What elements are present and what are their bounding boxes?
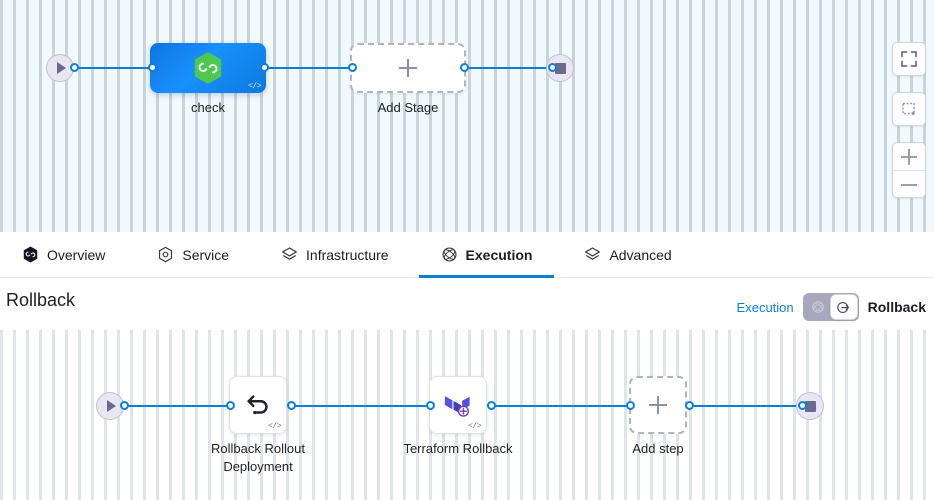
tab-service[interactable]: Service xyxy=(157,232,229,278)
undo-arrow-icon xyxy=(247,395,268,415)
port-step1-in[interactable] xyxy=(226,401,235,410)
add-step-label: Add step xyxy=(632,441,684,456)
rollback-section-header: Rollback Execution Rollb xyxy=(0,279,934,330)
port-addstage-in[interactable] xyxy=(348,63,357,72)
code-badge-icon: </> xyxy=(468,422,481,431)
port-check-out[interactable] xyxy=(260,63,269,72)
zoom-in-icon xyxy=(901,148,917,165)
zoom-to-fit-button[interactable] xyxy=(892,92,926,126)
step-node-rollback-rollout-deployment[interactable]: </> Rollback Rollout Deployment xyxy=(211,376,305,474)
port-addstage-out[interactable] xyxy=(460,63,469,72)
pipeline-start-node[interactable] xyxy=(46,54,74,82)
edge-start-to-check xyxy=(74,67,152,69)
edge-start-to-step1 xyxy=(124,405,230,407)
execution-icon xyxy=(442,247,457,262)
stop-icon xyxy=(554,62,566,74)
port-rb-start-out[interactable] xyxy=(120,401,129,410)
tab-label-service: Service xyxy=(182,246,230,263)
step-label-terraform-rollback: Terraform Rollback xyxy=(403,441,513,456)
zoom-controls[interactable] xyxy=(892,142,926,198)
harness-hexagon-icon xyxy=(194,52,222,84)
zoom-to-fit-icon xyxy=(902,102,915,115)
tab-overview[interactable]: Overview xyxy=(22,232,105,278)
code-badge-icon: </> xyxy=(268,422,281,431)
tab-infrastructure[interactable]: Infrastructure xyxy=(281,232,389,278)
code-badge-icon: </> xyxy=(248,82,261,91)
edge-step1-to-step2 xyxy=(291,405,429,407)
add-stage-node[interactable]: Add Stage xyxy=(350,43,466,115)
toggle-label-rollback[interactable]: Rollback xyxy=(867,299,926,315)
port-start-out[interactable] xyxy=(70,63,79,72)
tab-label-advanced: Advanced xyxy=(609,246,672,263)
service-hexagon-icon xyxy=(159,246,173,263)
execution-icon xyxy=(811,301,824,313)
rollback-step-canvas[interactable]: </> Rollback Rollout Deployment </> Terr… xyxy=(0,330,934,500)
port-step1-out[interactable] xyxy=(287,401,296,410)
zoom-in-button[interactable] xyxy=(893,143,925,171)
toggle-slot-execution[interactable] xyxy=(805,295,831,319)
stage-tabs: Overview Service Infrastructure Executio… xyxy=(0,232,934,278)
execution-rollback-toggle[interactable]: Execution Rollback xyxy=(737,293,926,321)
layers-icon xyxy=(585,247,601,260)
port-end-in[interactable] xyxy=(548,63,557,72)
add-step-node[interactable]: Add step xyxy=(629,376,687,456)
plus-icon xyxy=(649,396,667,414)
edge-addstep-to-end xyxy=(688,405,802,407)
stage-canvas[interactable]: </> check Add Stage xyxy=(0,0,934,232)
stop-icon xyxy=(804,400,816,412)
edge-step2-to-addstep xyxy=(490,405,630,407)
port-step2-in[interactable] xyxy=(426,401,435,410)
toggle-knob-rollback[interactable] xyxy=(829,294,858,320)
add-stage-label: Add Stage xyxy=(377,100,439,115)
port-addstep-out[interactable] xyxy=(685,401,694,410)
tab-execution[interactable]: Execution xyxy=(418,232,555,278)
plus-icon xyxy=(399,59,417,77)
harness-hexagon-icon xyxy=(23,246,38,263)
edge-check-to-addstage xyxy=(264,67,352,69)
tab-label-infrastructure: Infrastructure xyxy=(306,246,389,263)
port-rb-end-in[interactable] xyxy=(798,401,807,410)
step-node-terraform-rollback[interactable]: </> Terraform Rollback xyxy=(403,376,513,456)
fullscreen-icon xyxy=(901,51,917,67)
rollback-icon xyxy=(837,301,850,313)
fullscreen-button[interactable] xyxy=(892,42,926,76)
port-check-in[interactable] xyxy=(148,63,157,72)
tab-label-overview: Overview xyxy=(47,246,106,263)
terraform-icon xyxy=(444,396,470,417)
play-icon xyxy=(107,400,116,412)
tab-label-execution: Execution xyxy=(465,246,533,263)
toggle-label-execution[interactable]: Execution xyxy=(736,299,794,315)
step-label-rollback-rollout-deployment: Rollback Rollout Deployment xyxy=(211,441,305,474)
toggle-switch[interactable] xyxy=(802,293,859,321)
port-addstep-in[interactable] xyxy=(626,401,635,410)
layers-icon xyxy=(282,247,297,260)
edge-addstage-to-end xyxy=(464,67,552,69)
zoom-out-icon xyxy=(901,184,917,186)
page-title: Rollback xyxy=(6,290,76,310)
play-icon xyxy=(57,62,66,74)
port-step2-out[interactable] xyxy=(487,401,496,410)
stage-node-check[interactable]: </> check xyxy=(150,43,266,115)
stage-label-check: check xyxy=(191,100,225,115)
zoom-out-button[interactable] xyxy=(893,171,925,197)
rollback-start-node[interactable] xyxy=(96,392,124,420)
tab-advanced[interactable]: Advanced xyxy=(584,232,672,278)
